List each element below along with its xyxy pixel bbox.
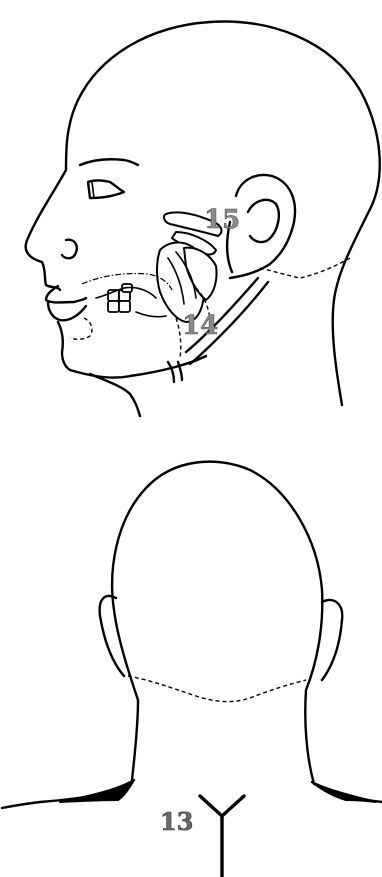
chin-dashed [70,318,92,339]
lower-lip [48,302,86,320]
lower-jaw-dashed [176,318,181,358]
chin [58,322,70,370]
neck-front [90,374,140,416]
tooth [108,301,119,312]
side-head-view: 15 14 [26,22,380,416]
back-ear-left [100,596,124,676]
nose-wing [62,240,77,258]
back-head-outline [112,462,322,784]
back-head-view: 13 [2,462,382,877]
eye-lid [92,182,94,198]
throat-lines [168,362,182,382]
point-label-15: 15 [204,205,240,235]
back-ear-right [322,600,342,680]
shoulder-right-fill [312,782,376,802]
hairline-back [128,676,306,702]
spine-marker [200,796,244,877]
point-label-14: 14 [182,311,218,341]
tooth [119,301,130,312]
upper-lip [46,286,86,303]
ear-inner [248,200,279,242]
shoulder-left-fill [60,780,134,802]
mandible-lower [136,312,166,317]
point-label-13: 13 [160,807,193,836]
side-head-outline [26,22,380,405]
eyebrow [80,159,138,165]
